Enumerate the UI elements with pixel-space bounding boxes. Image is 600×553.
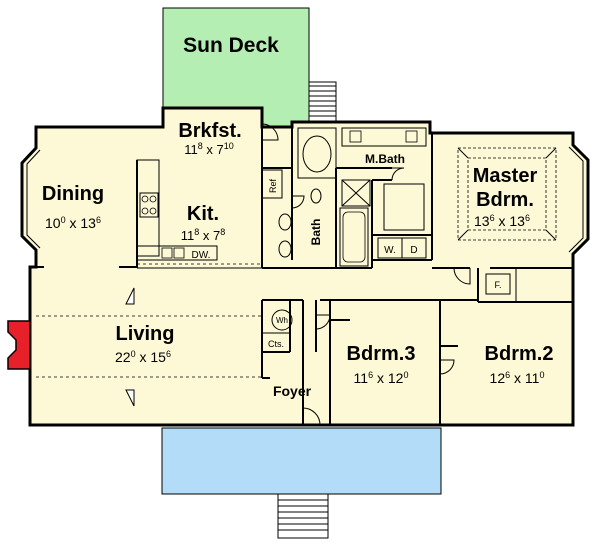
fireplace: [7, 320, 31, 370]
bath-label: Bath: [309, 219, 323, 246]
master-bedroom-label-2: Bdrm.: [476, 189, 534, 211]
foyer-label: Foyer: [273, 383, 312, 399]
tray-ceiling: [457, 147, 557, 241]
water-heater: [271, 309, 293, 331]
living-marker-north: [125, 287, 135, 305]
bedroom2-dims: 126 x 110: [490, 370, 545, 386]
front-porch-area: [161, 427, 442, 495]
dining-bay-window: [26, 149, 41, 249]
master-bedroom-label-1: Master: [473, 165, 538, 187]
bath-fixtures: [278, 188, 369, 267]
water-heater-label: Wh: [276, 316, 288, 325]
dining-label: Dining: [42, 183, 104, 205]
dryer: [401, 237, 427, 259]
master-bedroom-dims: 136 x 136: [474, 213, 530, 229]
exterior-wall: [20, 106, 590, 427]
living-label: Living: [116, 323, 175, 345]
kitchen-dims: 118 x 78: [181, 227, 226, 243]
breakfast-label: Brkfst.: [178, 120, 241, 142]
washer-label: W.: [384, 245, 396, 256]
porch-stairs: [277, 493, 329, 539]
living-marker-south: [125, 389, 135, 407]
furnace-box: [485, 273, 511, 295]
breakfast-dims: 118 x 710: [184, 141, 234, 157]
door-swings: [261, 123, 471, 426]
bedroom3-label: Bdrm.3: [347, 343, 416, 365]
furnace-label: F.: [494, 280, 501, 290]
bedroom3-dims: 116 x 120: [354, 370, 409, 386]
closet-label: Cts.: [268, 339, 284, 349]
bedroom2-label: Bdrm.2: [485, 343, 554, 365]
kitchen-counters: [136, 159, 283, 261]
kitchen-label: Kit.: [187, 203, 219, 225]
dw-label: DW.: [192, 250, 211, 261]
dryer-label: D: [410, 245, 417, 256]
ref-label: Ref: [268, 179, 278, 194]
living-dims: 220 x 156: [115, 349, 171, 365]
dining-dims: 100 x 136: [45, 215, 101, 231]
master-bath-fixtures: [297, 127, 427, 231]
sun-deck-label: Sun Deck: [183, 34, 279, 57]
master-bath-label: M.Bath: [365, 152, 405, 166]
ceiling-lines: [36, 263, 262, 378]
master-bay-window: [568, 146, 584, 253]
